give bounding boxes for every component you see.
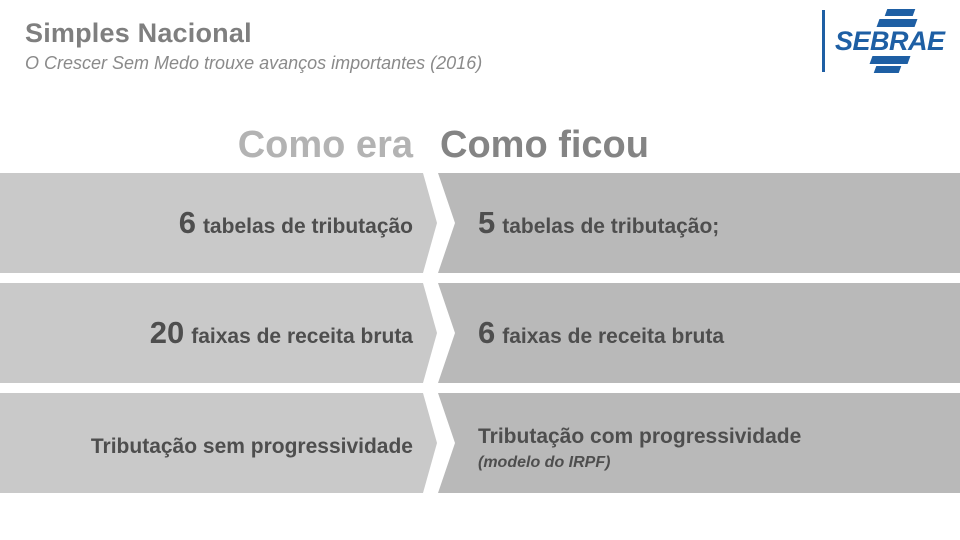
logo-divider-line xyxy=(822,10,825,72)
before-number: 6 xyxy=(178,205,196,241)
before-text: Tributação sem progressividade xyxy=(91,424,413,461)
column-header-before: Como era xyxy=(237,124,413,166)
after-label: tabelas de tributação; xyxy=(502,215,720,239)
after-text: Tributação com progressividade xyxy=(478,414,801,451)
before-label: tabelas de tributação xyxy=(202,215,413,239)
before-bar: Tributação sem progressividade xyxy=(0,393,437,493)
after-number: 6 xyxy=(478,315,496,351)
sebrae-logo-text: SEBRAE xyxy=(835,26,945,56)
after-bar: Tributação com progressividade (modelo d… xyxy=(438,393,960,493)
sebrae-flag-icon xyxy=(869,56,911,64)
before-label: faixas de receita bruta xyxy=(191,325,413,349)
sebrae-flag-icon xyxy=(884,9,916,16)
before-number: 20 xyxy=(149,315,185,351)
after-note: (modelo do IRPF) xyxy=(478,454,611,472)
comparison-row-3: Tributação sem progressividade Tributaçã… xyxy=(0,393,960,493)
title-block: Simples Nacional O Crescer Sem Medo trou… xyxy=(25,17,482,75)
sebrae-logo: SEBRAE xyxy=(822,8,954,74)
before-label: Tributação sem progressividade xyxy=(90,435,413,459)
comparison-headers: Como era Como ficou xyxy=(0,124,960,166)
page-title: Simples Nacional xyxy=(25,18,252,48)
column-header-after: Como ficou xyxy=(440,124,649,166)
after-label: Tributação com progressividade xyxy=(478,424,802,448)
sebrae-flag-icon xyxy=(873,66,902,73)
after-label: faixas de receita bruta xyxy=(502,325,725,349)
after-number: 5 xyxy=(478,205,496,241)
page-subtitle: O Crescer Sem Medo trouxe avanços import… xyxy=(25,53,483,74)
